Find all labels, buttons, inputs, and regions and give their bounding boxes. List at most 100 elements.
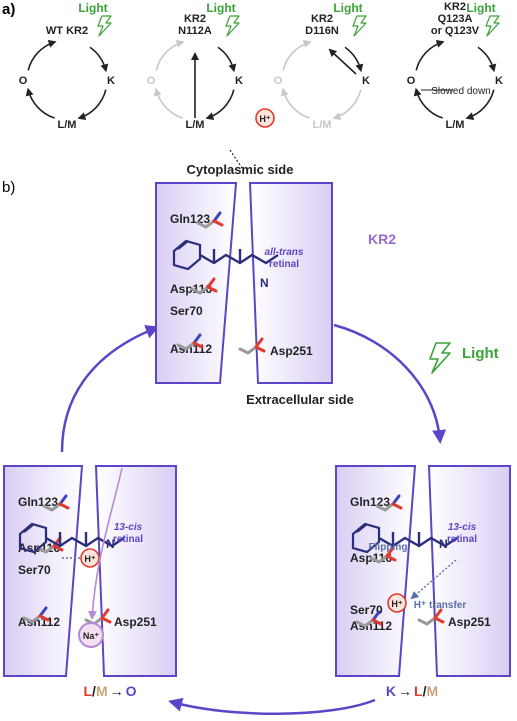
slash: / — [423, 683, 427, 699]
extracellular-side-label: Extracellular side — [246, 392, 354, 407]
residue-asn112 — [355, 610, 383, 628]
state-o: O — [19, 75, 28, 87]
flipping-label: Flipping — [369, 542, 408, 553]
state-lm: L/M — [186, 119, 205, 131]
arc-lm-to-o — [153, 87, 183, 119]
residue-asp251 — [238, 337, 266, 355]
state-lm: L/M — [446, 119, 465, 131]
arc-k-to-lm — [465, 89, 495, 120]
label-asp251: Asp251 — [270, 344, 313, 358]
label-asn112: Asn112 — [18, 615, 60, 629]
helix-slab-left — [335, 465, 417, 677]
cycle-title-line: N112A — [178, 25, 212, 37]
arrow: → — [110, 683, 124, 699]
residue-asp116 — [190, 277, 218, 295]
helix-slab-right — [427, 465, 511, 677]
schiff-base-n: N — [106, 537, 115, 551]
arc-o-to-start — [415, 40, 445, 71]
state-k: K — [235, 75, 243, 87]
state-k: K — [362, 75, 370, 87]
svg-text:Na⁺: Na⁺ — [83, 631, 100, 641]
arc-light-to-k — [477, 46, 497, 73]
proton-badge: H⁺ — [387, 593, 407, 613]
residue-asp116 — [369, 546, 397, 564]
proton-badge: H⁺ — [80, 548, 100, 568]
state-lm: L/M — [313, 119, 332, 131]
arc-k-to-lm — [332, 89, 362, 120]
svg-text:H⁺: H⁺ — [84, 554, 95, 564]
transition-right: K→L/M — [386, 683, 438, 699]
h-transfer-label: H⁺ transfer — [414, 600, 467, 611]
label-gln123: Gln123 — [350, 495, 390, 509]
label-gln123: Gln123 — [18, 495, 58, 509]
state-k: K — [495, 75, 503, 87]
light-label: Light — [206, 1, 235, 15]
state-o: O — [407, 75, 416, 87]
retinal-label-2: retinal — [447, 534, 477, 545]
light-label: Light — [333, 1, 362, 15]
cycle-title-line: KR2 — [444, 1, 466, 13]
helix-slab-right — [94, 465, 177, 677]
arc-lm-to-o — [280, 87, 310, 119]
arc-o-to-start — [282, 40, 312, 71]
cycle-title-line: KR2 — [311, 13, 333, 25]
cytoplasmic-side-label: Cytoplasmic side — [187, 162, 294, 177]
lightning-icon — [97, 15, 112, 37]
svg-text:H⁺: H⁺ — [259, 114, 270, 124]
state-m: M — [96, 683, 108, 699]
arc-lm-to-o — [25, 87, 55, 119]
lightning-icon — [485, 15, 500, 37]
arc-k-to-lm — [77, 89, 107, 120]
state-m: M — [426, 683, 438, 699]
cycle-arrow-bottom — [168, 697, 376, 715]
arc-k-to-lm — [205, 89, 235, 120]
residue-gln123 — [42, 494, 70, 512]
protein-label: KR2 — [368, 231, 396, 247]
sodium-ion: Na⁺ — [78, 622, 104, 648]
slowed-down-note: Slowed down — [431, 86, 490, 97]
svg-text:H⁺: H⁺ — [391, 599, 402, 609]
shortcut-k-to-start — [328, 48, 357, 75]
arc-o-to-start — [155, 40, 185, 71]
label-asp251: Asp251 — [114, 615, 157, 629]
light-label-b: Light — [462, 345, 499, 362]
retinal-molecule — [18, 522, 125, 554]
cycle-arrow-left-up — [60, 325, 160, 453]
label-asp251: Asp251 — [448, 615, 491, 629]
retinal-label: 13-cis — [114, 522, 143, 533]
label-ser70: Ser70 — [18, 563, 51, 577]
h-transfer-arrow — [410, 559, 457, 600]
label-gln123: Gln123 — [170, 212, 210, 226]
state-o: O — [274, 75, 283, 87]
retinal-molecule — [351, 522, 458, 554]
retinal-molecule — [172, 239, 279, 271]
light-label: Light — [78, 1, 107, 15]
residue-asn112 — [22, 606, 50, 624]
cycle-title-line: KR2 — [184, 13, 206, 25]
panel-b-label: b) — [2, 179, 15, 196]
helix-slab-right — [248, 182, 333, 384]
cycle-arrow-right-down — [333, 323, 447, 444]
sodium-path-arrow — [87, 467, 123, 620]
retinal-label: 13-cis — [448, 522, 477, 533]
state-k: K — [386, 683, 396, 699]
cycle-title-line: D116N — [305, 25, 339, 37]
residue-gln123 — [196, 211, 224, 229]
state-l: L — [83, 683, 92, 699]
arc-lm-to-o — [413, 87, 443, 119]
cycle-title-line: Q123A — [438, 13, 473, 25]
residue-asp251 — [417, 608, 445, 626]
label-ser70: Ser70 — [170, 304, 203, 318]
retinal-label-2: retinal — [269, 259, 299, 270]
helix-slab-left — [155, 182, 238, 384]
state-l: L — [414, 683, 423, 699]
state-k: K — [107, 75, 115, 87]
retinal-label: all-trans — [265, 247, 304, 258]
